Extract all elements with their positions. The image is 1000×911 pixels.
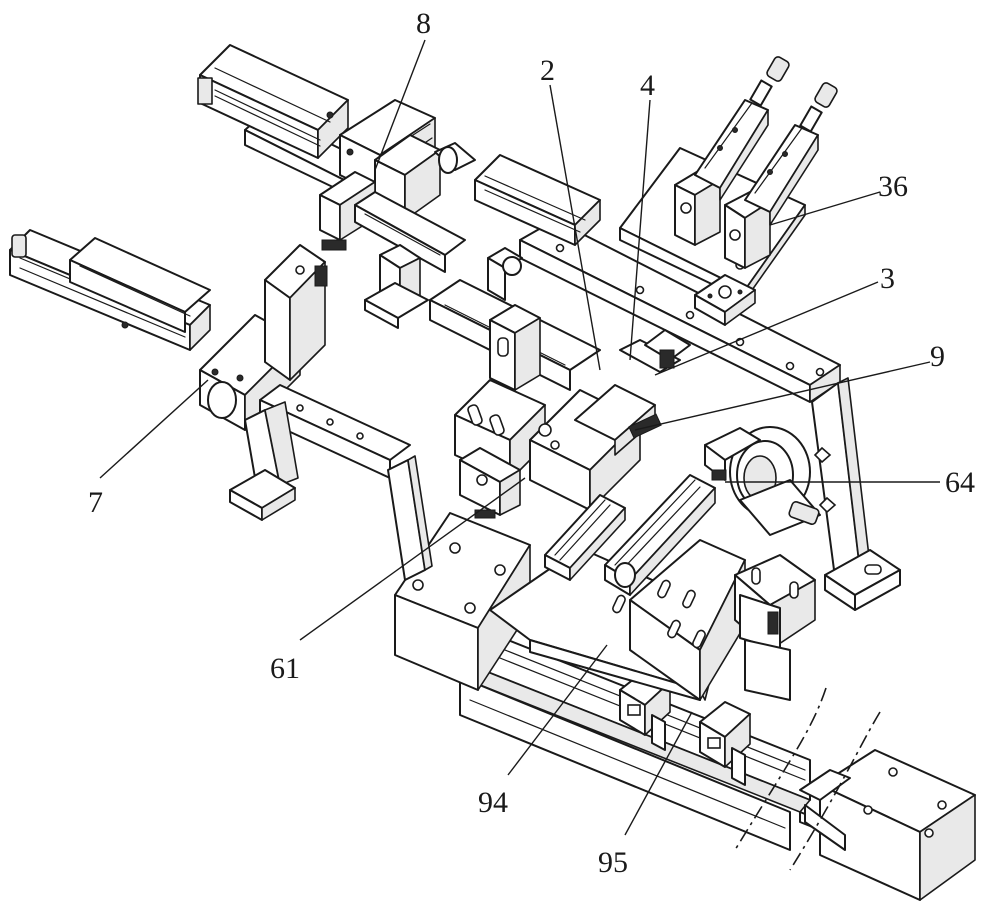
frame-bar [519,219,901,611]
upper-cylinder-assembly [197,44,601,329]
leader-61 [299,477,526,641]
reference-numerals: 8 2 4 36 3 9 64 7 61 94 95 [88,7,975,879]
leader-4 [629,99,651,361]
label-36: 36 [878,170,908,203]
right-bracket [734,554,816,701]
label-3: 3 [880,262,895,295]
label-95: 95 [598,846,628,879]
leader-2 [549,84,601,371]
label-9: 9 [930,340,945,373]
label-7: 7 [88,486,103,519]
small-plate [694,274,756,326]
leader-8 [374,39,426,171]
label-4: 4 [640,69,655,102]
label-8: 8 [416,7,431,40]
label-64: 64 [945,466,975,499]
leader-36 [769,191,881,226]
leader-95 [624,711,693,836]
label-61: 61 [270,652,300,685]
leader-3 [654,281,879,376]
left-cylinder-assembly [9,229,433,581]
leader-9 [634,361,931,431]
slotted-table [612,539,746,701]
rail-end-block [799,749,976,901]
leader-lines [99,39,940,836]
rail-slider-blocks [619,669,751,786]
central-assembly [429,247,821,596]
label-2: 2 [540,54,555,87]
label-94: 94 [478,786,508,819]
leader-94 [507,644,608,776]
leader-7 [99,379,209,479]
